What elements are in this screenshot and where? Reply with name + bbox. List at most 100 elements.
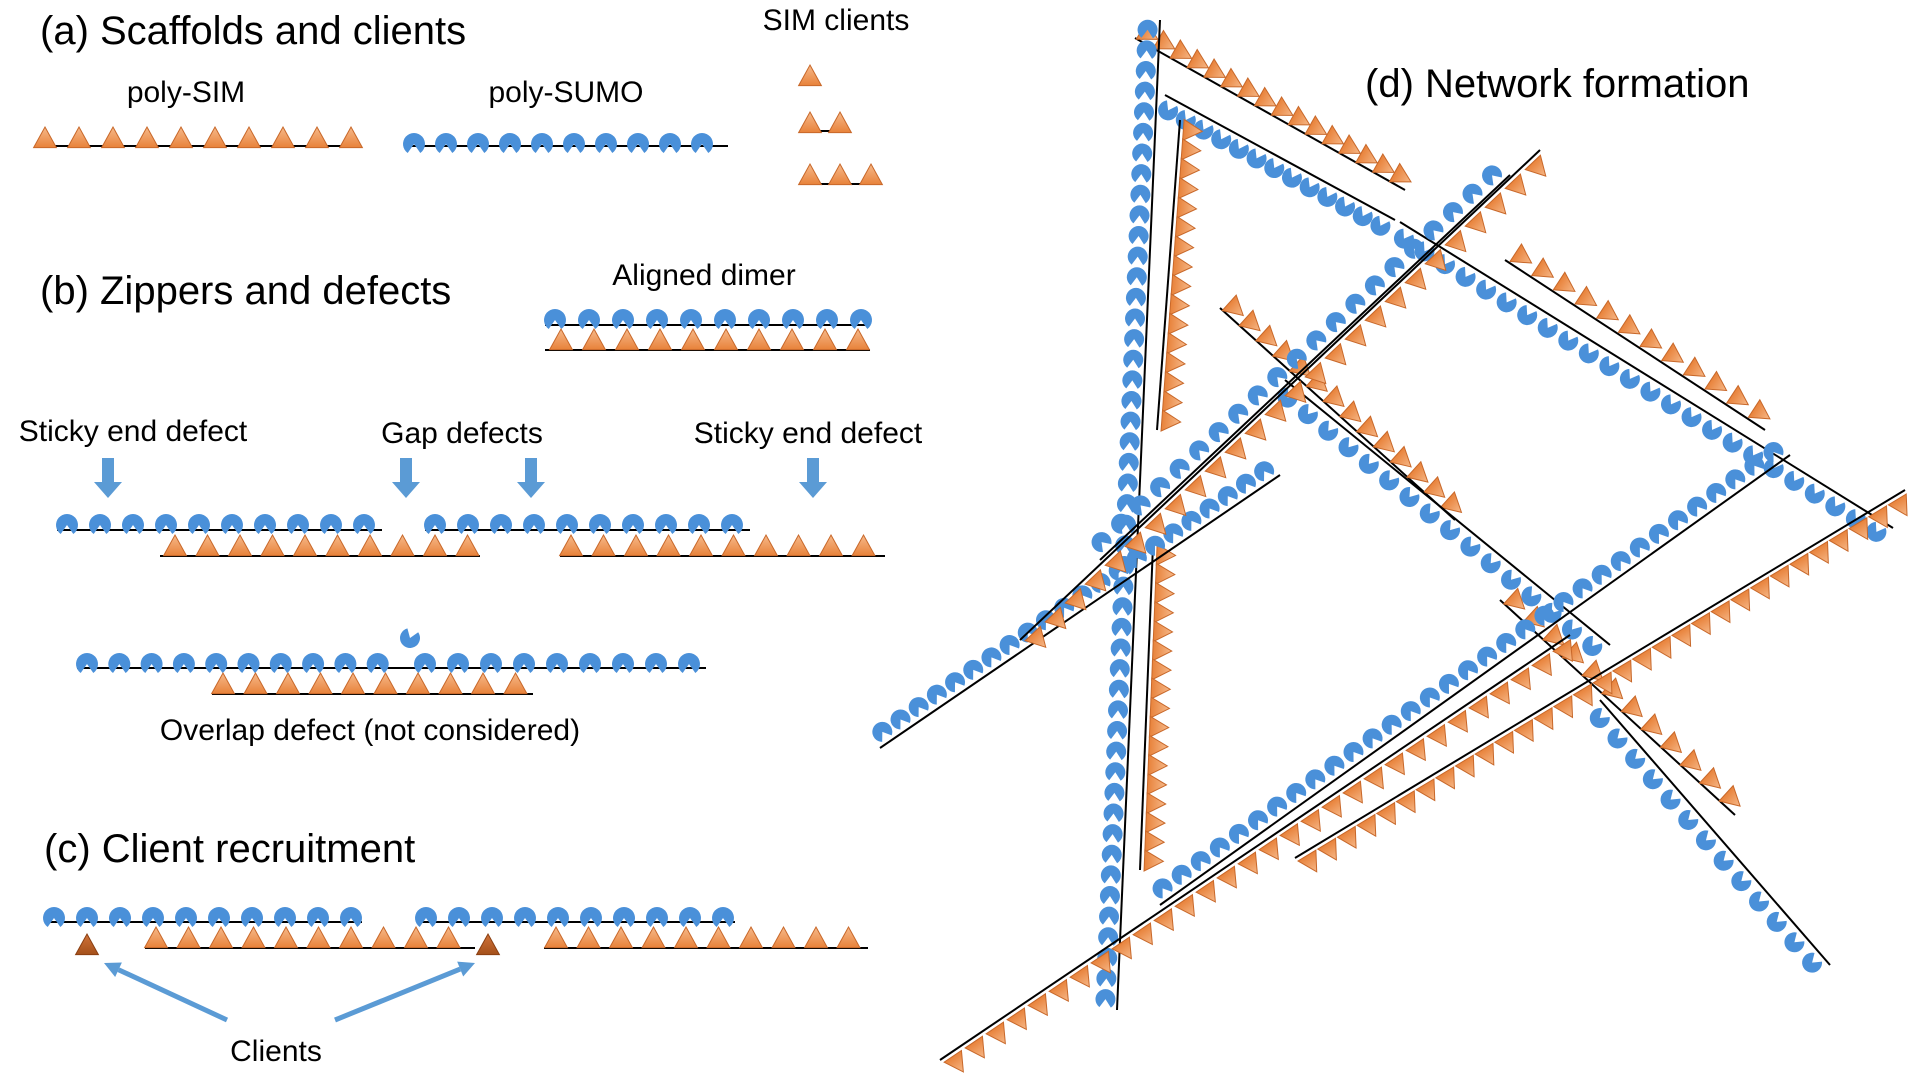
poly-sim-backbone [1019, 149, 1541, 641]
sumo-icon [782, 308, 804, 330]
sumo-icon [1104, 782, 1125, 802]
sim-triangle-icon [1670, 623, 1692, 648]
sumo-icon [963, 659, 984, 680]
sim-triangle-icon [797, 63, 823, 87]
sumo-icon [712, 906, 734, 928]
sumo-icon [1802, 952, 1823, 973]
sumo-icon [1866, 521, 1887, 542]
poly-sumo-backbone [1164, 94, 1396, 221]
sim-triangle-icon [1024, 625, 1047, 649]
sumo-icon [999, 635, 1020, 656]
sim-clients-label: SIM clients [763, 4, 910, 37]
sumo-icon [1122, 370, 1143, 389]
sim-triangle-icon [1154, 581, 1176, 605]
sim-triangle-icon [738, 925, 764, 949]
sim-triangle-icon [985, 1021, 1006, 1045]
sumo-icon [1480, 553, 1501, 574]
sumo-icon [1189, 440, 1210, 461]
sumo-icon [1462, 183, 1483, 204]
sim-triangle-icon [176, 925, 201, 949]
sim-triangle-icon [1678, 748, 1702, 771]
sim-triangle-icon [1321, 124, 1345, 145]
sim-triangle-icon [1747, 398, 1771, 420]
sumo-icon [1619, 368, 1640, 389]
sim-triangle-icon [1174, 215, 1197, 239]
sumo-icon [172, 652, 195, 674]
sim-triangle-icon [1148, 715, 1170, 739]
sumo-icon [1381, 714, 1402, 735]
sumo-icon [1099, 886, 1120, 905]
sumo-icon [1130, 495, 1151, 516]
sim-triangle-icon [1574, 285, 1598, 307]
sim-triangle-icon [390, 533, 415, 557]
sumo-icon [414, 652, 436, 674]
sumo-icon [531, 132, 553, 154]
sumo-icon [688, 513, 710, 535]
sim-triangle-icon [1147, 753, 1169, 777]
sumo-icon [1211, 129, 1232, 150]
sim-triangle-icon [1143, 849, 1165, 872]
sumo-icon [1099, 906, 1120, 926]
sim-triangle-icon [1148, 734, 1169, 758]
sumo-icon [1152, 878, 1173, 899]
sim-triangle-icon [292, 533, 318, 557]
sim-triangle-icon [706, 925, 731, 949]
sim-triangle-icon [1244, 418, 1267, 441]
sumo-icon [1722, 432, 1743, 453]
panel-d: (d) Network formation [872, 19, 1908, 1073]
sumo-icon [1384, 257, 1405, 278]
sumo-icon [1108, 679, 1129, 699]
sim-triangle-icon [1284, 380, 1307, 404]
panel-d-title: (d) Network formation [1365, 62, 1750, 106]
sim-triangle-icon [1151, 639, 1173, 662]
sumo-icon [1096, 968, 1117, 987]
sumo-icon [1668, 510, 1688, 531]
sim-triangle-icon [1300, 808, 1321, 833]
sumo-icon [1228, 138, 1249, 159]
sim-triangle-icon [1173, 234, 1195, 258]
sumo-icon [1133, 122, 1154, 142]
sim-triangle-icon [845, 327, 871, 351]
sumo-icon [480, 652, 502, 674]
sim-triangle-icon [1531, 652, 1552, 677]
sumo-icon [1134, 102, 1154, 121]
sumo-icon [1103, 803, 1124, 822]
sumo-icon [546, 652, 568, 674]
sim-triangle-icon [812, 327, 838, 351]
sumo-icon [1496, 633, 1517, 653]
sim-triangle-icon [243, 671, 268, 695]
sumo-icon [1137, 19, 1158, 39]
sumo-icon [1095, 989, 1116, 1008]
sumo-icon [612, 308, 634, 330]
sumo-icon [467, 132, 489, 154]
sumo-icon [1642, 769, 1663, 790]
sumo-icon [1681, 407, 1702, 428]
sticky-end-arrow-left [94, 458, 122, 498]
sumo-icon [579, 652, 601, 674]
sim-triangle-icon [1710, 600, 1731, 624]
sumo-icon [1125, 287, 1146, 307]
sumo-icon [1190, 851, 1211, 872]
sim-triangle-icon [581, 327, 607, 351]
sumo-icon [748, 308, 770, 330]
sim-triangle-icon [1161, 389, 1184, 413]
sumo-icon [1804, 483, 1825, 504]
sim-triangle-icon [1048, 978, 1069, 1003]
sumo-icon [1118, 452, 1139, 472]
sumo-icon [1247, 385, 1268, 406]
sumo-icon [1558, 330, 1579, 351]
poly-sim-backbone [1294, 489, 1906, 859]
arrow-head [517, 482, 545, 498]
sumo-icon [646, 308, 668, 330]
sumo-icon [287, 513, 309, 535]
sumo-icon [254, 513, 276, 535]
sumo-icon [1246, 148, 1267, 169]
sim-triangle-icon [771, 925, 796, 949]
sim-triangle-icon [1264, 399, 1287, 422]
sim-triangle-icon [227, 533, 253, 557]
sumo-icon [1217, 486, 1238, 507]
sumo-icon [1128, 226, 1149, 245]
sumo-icon [1784, 932, 1805, 953]
sim-triangle-icon [1474, 742, 1495, 766]
sim-triangle-icon [340, 671, 366, 695]
